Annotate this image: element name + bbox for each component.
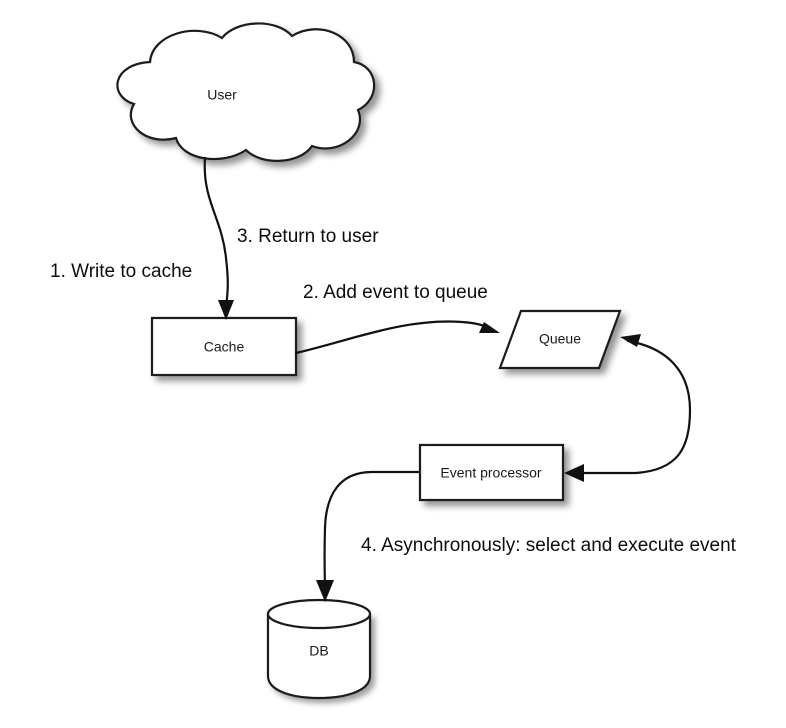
edge-queue-arrowhead	[620, 334, 641, 347]
node-user-label: User	[207, 87, 237, 103]
edge-label-step-4: 4. Asynchronously: select and execute ev…	[361, 535, 737, 556]
edge-user-to-cache[interactable]	[203, 156, 234, 320]
cache-shape	[150, 316, 298, 377]
edge-label-step-2: 2. Add event to queue	[303, 282, 488, 303]
edge-processor-to-db-line	[323, 470, 421, 594]
edge-queue-to-processor-line	[576, 339, 692, 475]
db-body-shape	[266, 612, 372, 700]
cloud-shape	[116, 22, 376, 162]
edge-user-to-cache-arrowhead	[218, 300, 234, 320]
node-cache[interactable]: Cache	[150, 316, 298, 377]
edge-label-step-1: 1. Write to cache	[50, 261, 192, 282]
event-processor-shape	[418, 443, 565, 502]
node-db[interactable]: DB	[266, 598, 372, 700]
node-event-processor[interactable]: Event processor	[418, 443, 565, 502]
edge-processor-arrowhead	[564, 464, 584, 482]
edge-cache-to-queue[interactable]	[294, 320, 500, 355]
node-event-processor-label: Event processor	[440, 465, 541, 481]
node-queue-label: Queue	[539, 331, 581, 347]
node-db-label: DB	[309, 643, 328, 659]
node-queue[interactable]: Queue	[498, 309, 622, 370]
node-cache-label: Cache	[204, 339, 245, 355]
edge-user-to-cache-line	[203, 156, 229, 314]
node-user[interactable]: User	[116, 22, 376, 162]
edge-label-step-3: 3. Return to user	[237, 226, 379, 247]
edge-cache-to-queue-line	[294, 320, 494, 355]
db-top-ellipse	[266, 598, 372, 630]
edge-queue-to-processor[interactable]	[564, 334, 692, 482]
edge-processor-to-db[interactable]	[316, 470, 421, 602]
edge-cache-to-queue-arrowhead	[479, 322, 500, 333]
edge-processor-to-db-arrowhead	[316, 580, 334, 602]
queue-shape	[498, 309, 622, 370]
